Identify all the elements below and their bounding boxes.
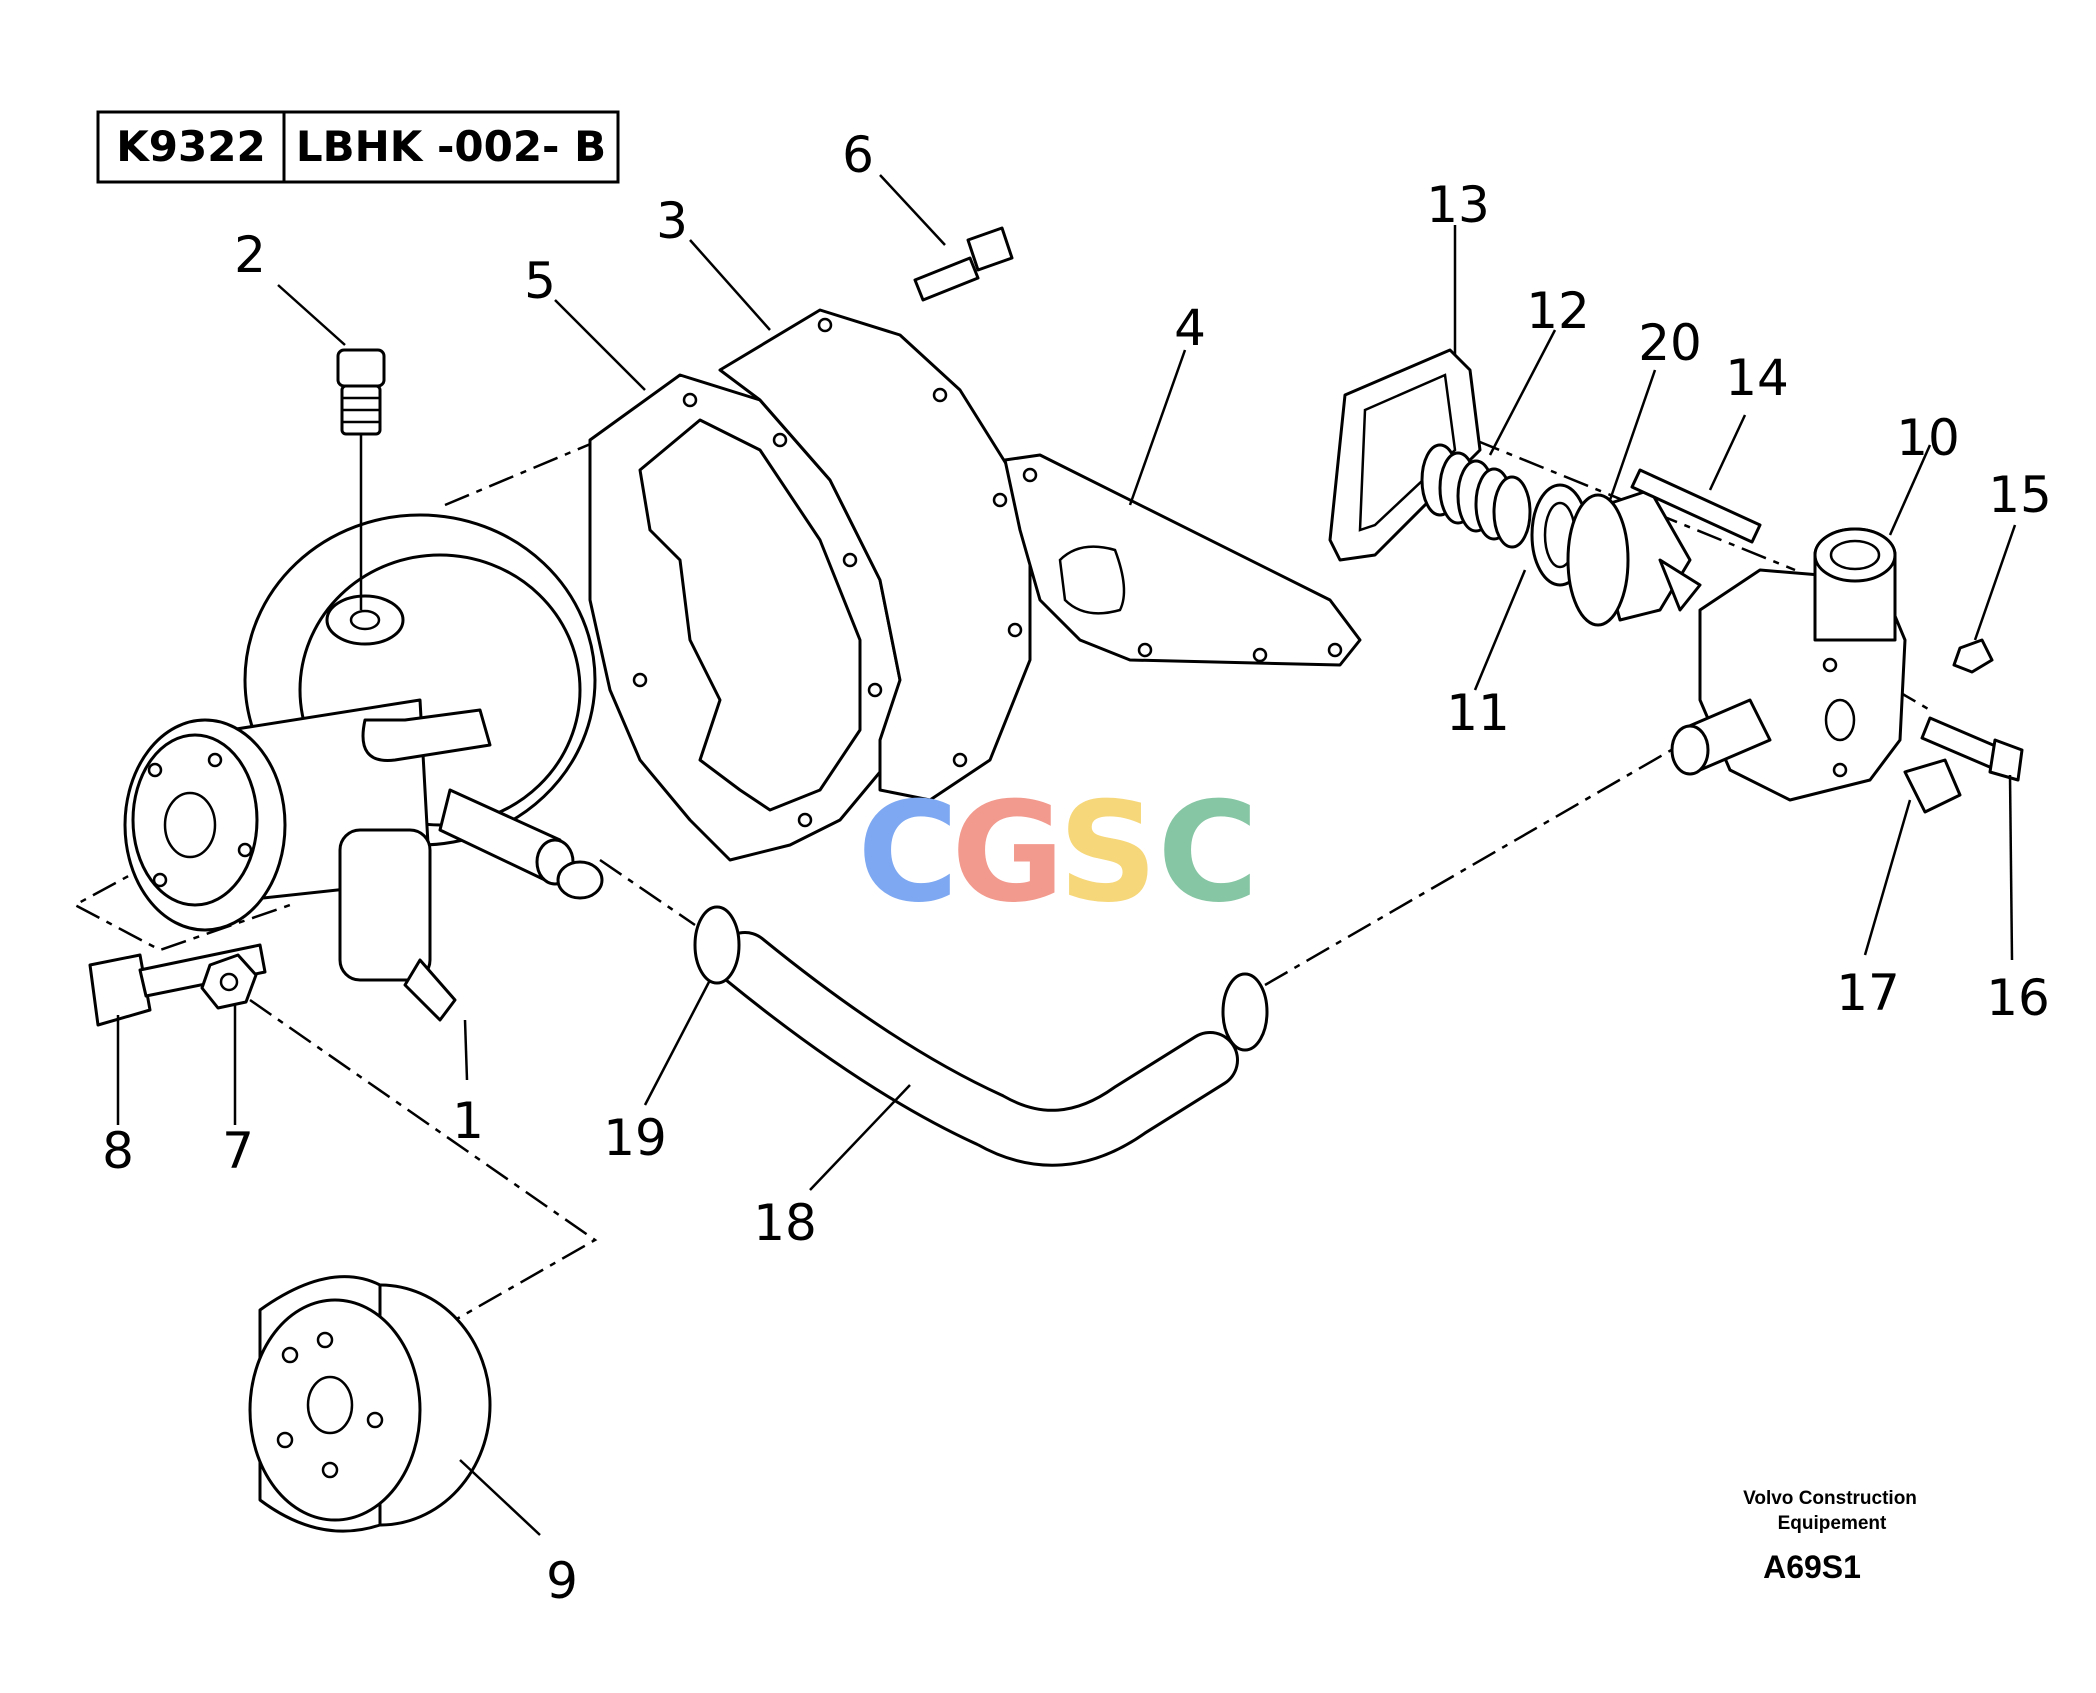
part-plug <box>336 348 386 610</box>
callout-1: 1 <box>452 1092 484 1150</box>
part-bolt-16 <box>1920 716 2024 782</box>
company-name-line2: Equipement <box>1778 1513 1887 1534</box>
leader-lines <box>116 174 2017 1536</box>
callout-2: 2 <box>234 226 266 284</box>
part-thermostat <box>1566 488 1702 627</box>
group-code: LBHK -002- B <box>296 122 606 171</box>
part-nut-7 <box>200 953 258 1010</box>
callout-10: 10 <box>1896 409 1960 467</box>
callout-4: 4 <box>1174 299 1206 357</box>
ref-code: K9322 <box>116 122 265 171</box>
callout-16: 16 <box>1986 969 2050 1027</box>
callout-8: 8 <box>102 1122 134 1180</box>
callout-17: 17 <box>1836 964 1900 1022</box>
callout-13: 13 <box>1426 176 1490 234</box>
part-bolt-6 <box>913 226 1014 302</box>
part-pulley <box>248 1275 492 1533</box>
part-hose <box>716 931 1239 1167</box>
part-stud <box>1630 468 1762 544</box>
callout-5: 5 <box>524 252 556 310</box>
watermark-letter-g: G <box>951 772 1064 933</box>
part-thermostat-gasket <box>1328 348 1482 562</box>
company-name-line1: Volvo Construction <box>1743 1488 1917 1509</box>
callout-11: 11 <box>1446 684 1510 742</box>
callout-20: 20 <box>1638 314 1702 372</box>
callout-12: 12 <box>1526 282 1590 340</box>
part-gasket <box>588 373 902 862</box>
callout-18: 18 <box>753 1194 817 1252</box>
watermark-letter-s: S <box>1058 772 1157 933</box>
drawing-code: A69S1 <box>1763 1549 1861 1585</box>
watermark-letter-c1: C <box>857 772 958 933</box>
part-thermostat-housing <box>1670 527 1907 802</box>
callout-labels: 1 2 3 4 5 6 7 8 9 10 11 12 13 14 15 16 1… <box>102 126 2052 1610</box>
callout-15: 15 <box>1988 466 2052 524</box>
watermark-cgsc: C G S C <box>857 772 1258 933</box>
part-spring <box>1420 443 1532 549</box>
callout-3: 3 <box>656 192 688 250</box>
part-water-pump <box>123 513 604 1022</box>
part-nut-15 <box>1952 638 1994 674</box>
callout-14: 14 <box>1725 349 1789 407</box>
callout-7: 7 <box>222 1122 254 1180</box>
callout-6: 6 <box>842 126 874 184</box>
part-bracket <box>1003 453 1362 667</box>
part-cover-plate <box>718 308 1032 802</box>
header-reference-box: K9322 LBHK -002- B <box>96 110 620 184</box>
part-plug-17 <box>1903 758 1962 814</box>
callout-19: 19 <box>603 1109 667 1167</box>
callout-9: 9 <box>546 1552 578 1610</box>
part-hose-clamps <box>693 905 1269 1052</box>
footer-credit: Volvo Construction Equipement A69S1 <box>1743 1488 1917 1585</box>
watermark-letter-c2: C <box>1157 772 1258 933</box>
